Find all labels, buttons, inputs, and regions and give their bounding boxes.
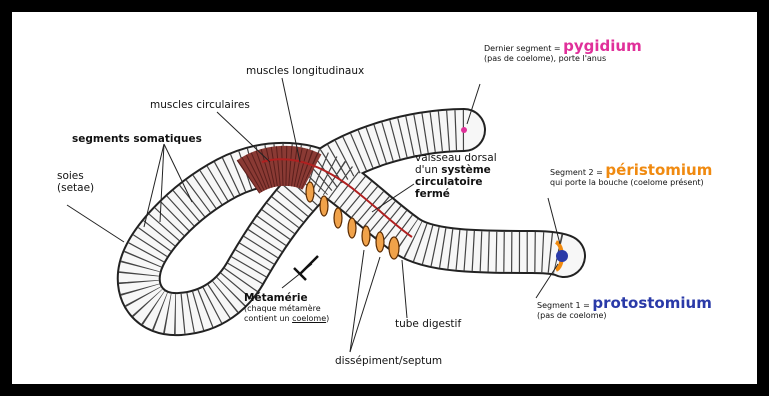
label-muscles-circulaires: muscles circulaires bbox=[150, 99, 250, 111]
metamerie-note1: (chaque métamère bbox=[244, 304, 329, 314]
vaisseau-line4: fermé bbox=[415, 188, 497, 200]
label-dissepiment: dissépiment/septum bbox=[335, 355, 442, 367]
pygidium-prefix: Dernier segment = bbox=[484, 44, 563, 53]
peristomium-prefix: Segment 2 = bbox=[550, 168, 605, 177]
label-metamerie-group: Métamérie (chaque métamère contient un c… bbox=[244, 292, 329, 323]
label-pygidium-group: Dernier segment = pygidium (pas de coelo… bbox=[484, 42, 642, 63]
peristomium-term: péristomium bbox=[605, 161, 712, 179]
label-peristomium-group: Segment 2 = péristomium qui porte la bou… bbox=[550, 166, 712, 187]
metamerie-note2c: ) bbox=[326, 314, 329, 323]
metamerie-bracket bbox=[294, 256, 318, 280]
label-soies: soies (setae) bbox=[57, 170, 94, 194]
vaisseau-line3: circulatoire bbox=[415, 176, 497, 188]
metamerie-note2b: coelome bbox=[292, 314, 326, 323]
label-tube-digestif: tube digestif bbox=[395, 318, 461, 330]
label-vaisseau-dorsal: vaisseau dorsal d'un système circulatoir… bbox=[415, 152, 497, 200]
pygidium-mark bbox=[461, 127, 467, 133]
peristomium-note: qui porte la bouche (coelome présent) bbox=[550, 178, 712, 188]
protostomium-prefix: Segment 1 = bbox=[537, 301, 592, 310]
soies-line2: (setae) bbox=[57, 182, 94, 194]
label-muscles-longitudinaux: muscles longitudinaux bbox=[246, 65, 364, 77]
vaisseau-line2b: système bbox=[441, 164, 491, 176]
soies-line1: soies bbox=[57, 170, 94, 182]
protostomium-term: protostomium bbox=[592, 294, 711, 312]
earthworm-illustration bbox=[12, 12, 757, 384]
protostomium-mark bbox=[556, 250, 568, 262]
diagram-frame: muscles longitudinaux muscles circulaire… bbox=[12, 12, 757, 384]
vaisseau-line2a: d'un bbox=[415, 164, 441, 176]
vaisseau-line1: vaisseau dorsal bbox=[415, 152, 497, 164]
pygidium-term: pygidium bbox=[563, 37, 642, 55]
label-segments-somatiques: segments somatiques bbox=[72, 133, 202, 145]
metamerie-note2a: contient un bbox=[244, 314, 292, 323]
metamerie-title: Métamérie bbox=[244, 292, 329, 304]
label-protostomium-group: Segment 1 = protostomium (pas de coelome… bbox=[537, 299, 712, 320]
